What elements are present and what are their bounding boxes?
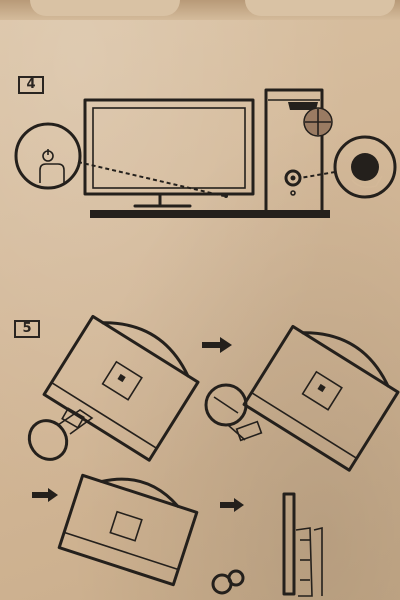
monitor-side-view (282, 492, 323, 597)
arrow-right-icon (32, 488, 58, 502)
screw-zoom-icon (204, 383, 263, 442)
box-flap-right (245, 0, 395, 16)
partial-logo-marks (211, 569, 245, 595)
box-flap-left (30, 0, 180, 16)
step5-illustration (27, 314, 400, 597)
box-top-fold (0, 0, 400, 20)
monitor-back-view-3 (57, 473, 199, 587)
tower-power-zoom-icon (299, 135, 397, 199)
step-number-5: 5 (14, 320, 40, 338)
arrow-right-icon (220, 498, 244, 512)
monitor-drawing (83, 98, 255, 208)
monitor-power-button (224, 194, 228, 198)
step-number-4: 4 (18, 76, 44, 94)
monitor-stand-base (27, 407, 94, 461)
desk-surface (90, 210, 330, 218)
pc-tower-drawing (264, 88, 333, 214)
arrow-right-icon (202, 337, 232, 353)
monitor-back-view-2 (242, 324, 400, 472)
step4-illustration (14, 88, 397, 218)
tower-power-button (290, 175, 296, 181)
monitor-back-view-1 (42, 314, 200, 462)
monitor-power-zoom-icon (14, 122, 225, 197)
